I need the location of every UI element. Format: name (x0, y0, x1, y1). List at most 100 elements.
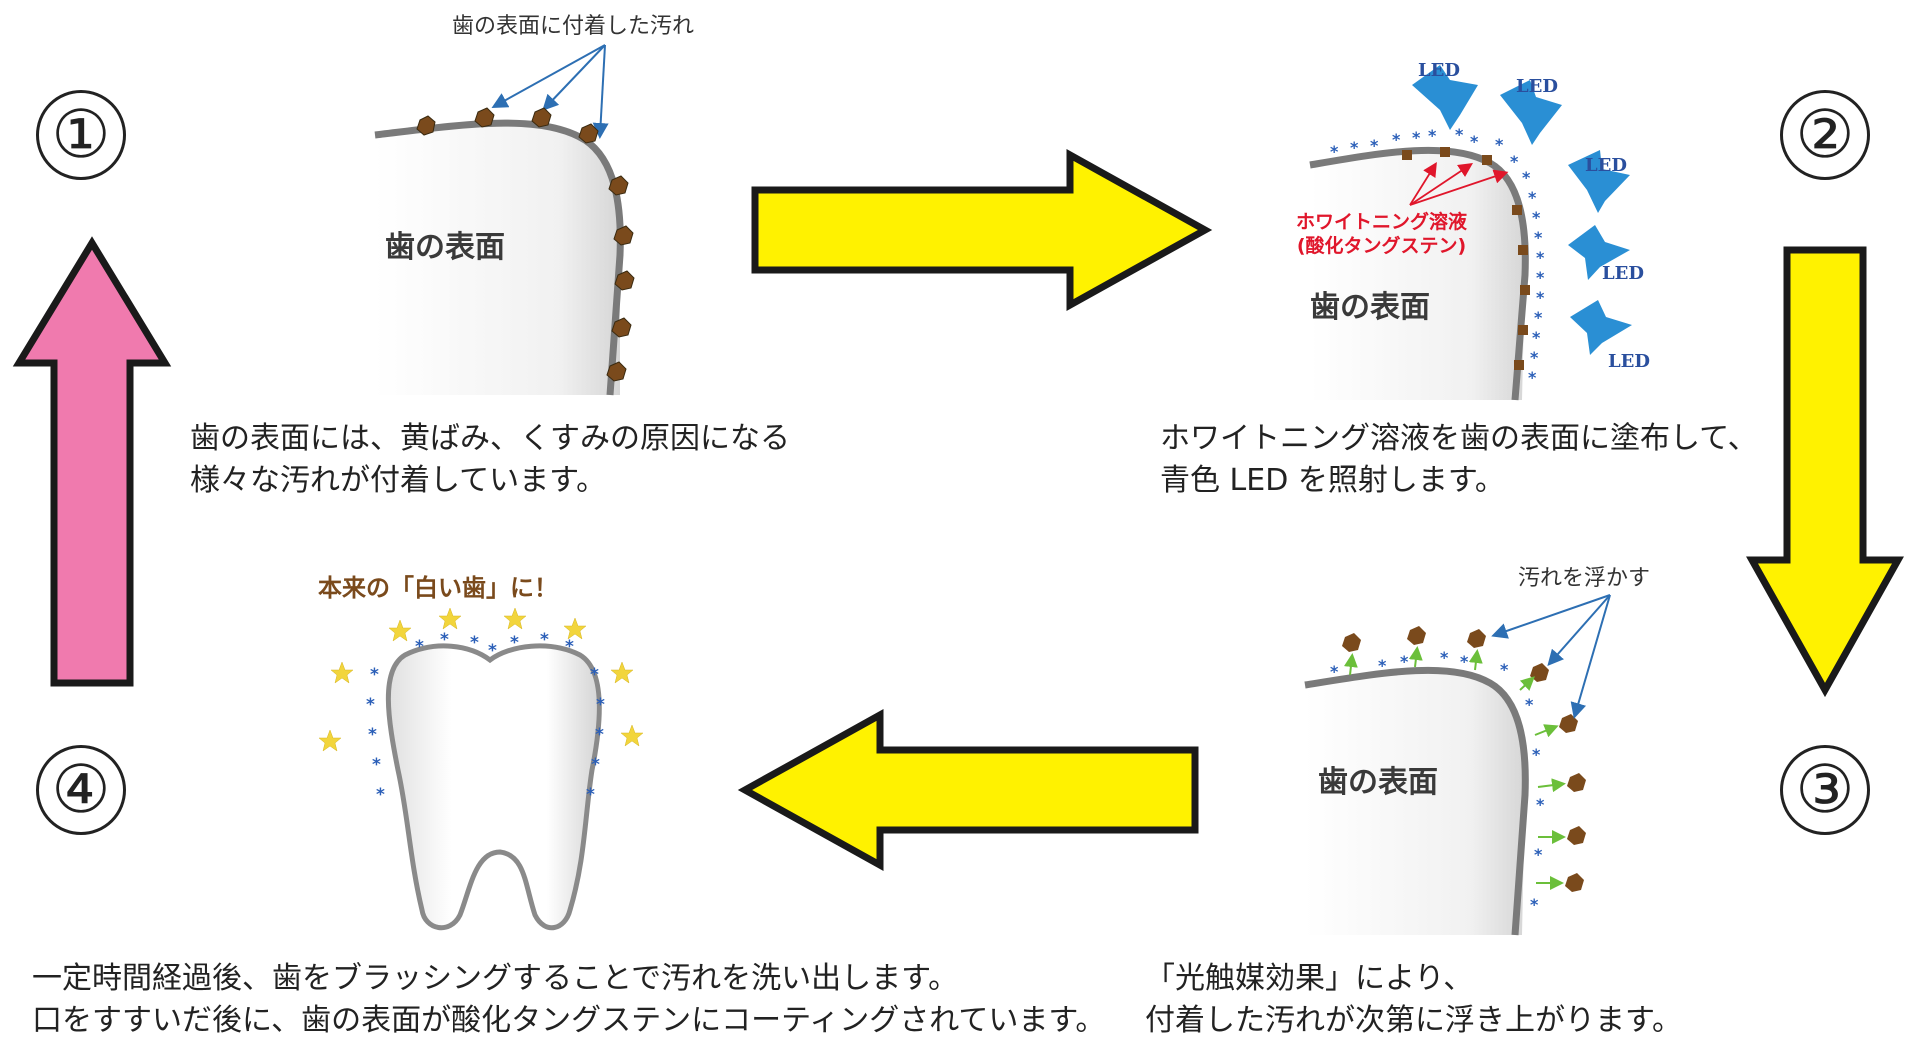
tooth-enamel (375, 123, 620, 396)
svg-text:*: * (1530, 895, 1539, 914)
svg-text:*: * (376, 785, 385, 805)
panel1-illustration (374, 44, 635, 396)
sparkle-star (610, 661, 634, 684)
stain (1342, 633, 1361, 652)
svg-text:*: * (1536, 248, 1545, 267)
stain (1514, 360, 1524, 370)
svg-text:*: * (1350, 138, 1359, 157)
led-label: LED (1608, 351, 1650, 372)
svg-text:*: * (1412, 128, 1421, 147)
sparkle-star (620, 724, 644, 747)
svg-text:*: * (1428, 126, 1437, 145)
svg-text:*: * (1536, 288, 1545, 307)
svg-text:*: * (1510, 152, 1519, 171)
step1-caption: 歯の表面には、黄ばみ、くすみの原因になる 様々な汚れが付着しています。 (190, 421, 790, 498)
stain (531, 107, 552, 128)
stain (474, 107, 495, 128)
led-light-arrow (1412, 65, 1478, 130)
svg-text:*: * (1460, 652, 1469, 671)
svg-text:*: * (1440, 648, 1449, 667)
panel4-label: 本来の「白い歯」に！ (318, 574, 558, 602)
svg-text:*: * (370, 665, 379, 685)
panel3-illustration: *** *** *** ** (1304, 594, 1611, 936)
stain (1402, 150, 1412, 160)
stain (606, 361, 627, 382)
svg-text:*: * (510, 633, 519, 653)
svg-text:*: * (1532, 745, 1541, 764)
led-label: LED (1418, 60, 1460, 81)
svg-text:*: * (366, 695, 375, 715)
stain (1530, 663, 1549, 682)
svg-text:*: * (1370, 136, 1379, 155)
panel1-label: 歯の表面に付着した汚れ (452, 14, 695, 39)
svg-text:*: * (1528, 188, 1537, 207)
panel2-illustration: *** *** *** *** *** *** *** (1309, 65, 1632, 401)
flow-arrow-right (751, 149, 1213, 311)
panel4-illustration: *** **** ***** ***** (318, 607, 644, 931)
svg-text:*: * (595, 725, 604, 745)
svg-text:*: * (415, 637, 424, 657)
svg-text:*: * (1530, 348, 1539, 367)
sparkle-star (330, 661, 354, 684)
svg-text:*: * (488, 641, 497, 661)
whitening-solution-label: ホワイトニング溶液 (酸化タングステン) (1296, 211, 1468, 257)
step-number-4: ④ (36, 745, 126, 835)
svg-text:*: * (1400, 652, 1409, 671)
svg-text:*: * (1534, 845, 1543, 864)
stain (1512, 205, 1522, 215)
flow-arrow-down (1746, 246, 1904, 698)
svg-text:*: * (368, 725, 377, 745)
svg-text:*: * (470, 633, 479, 653)
step3-caption: 「光触媒効果」により、 付着した汚れが次第に浮き上がります。 (1145, 961, 1682, 1038)
led-label: LED (1602, 263, 1644, 284)
stain (1567, 773, 1586, 792)
svg-text:*: * (1534, 308, 1543, 327)
led-light-arrow (1500, 80, 1562, 145)
svg-text:*: * (540, 630, 549, 650)
stain (613, 225, 634, 246)
svg-text:*: * (372, 755, 381, 775)
sparkle-star (563, 617, 587, 640)
svg-text:*: * (586, 785, 595, 805)
svg-text:*: * (590, 665, 599, 685)
svg-text:*: * (1455, 125, 1464, 144)
svg-text:*: * (1525, 695, 1534, 714)
stain (416, 115, 436, 136)
sparkle-star (503, 607, 527, 630)
svg-text:*: * (1330, 142, 1339, 161)
svg-text:*: * (1495, 135, 1504, 154)
stain (1567, 826, 1586, 845)
svg-text:*: * (1536, 268, 1545, 287)
step-number-1: ① (36, 90, 126, 180)
svg-text:*: * (565, 637, 574, 657)
svg-text:*: * (1392, 130, 1401, 149)
stain (1565, 873, 1584, 892)
stain (1518, 245, 1528, 255)
svg-text:*: * (440, 630, 449, 650)
sparkle-star (438, 607, 462, 630)
led-label: LED (1585, 155, 1627, 176)
led-light-arrow (1568, 150, 1630, 213)
step4-caption: 一定時間経過後、歯をブラッシングすることで汚れを洗い出します。 口をすすいだ後に… (32, 961, 1106, 1038)
stain (608, 175, 629, 196)
panel2-surface-label: 歯の表面 (1310, 290, 1430, 325)
led-light-arrow (1570, 300, 1632, 355)
svg-text:*: * (1536, 795, 1545, 814)
stain (1482, 155, 1492, 165)
stain (1407, 626, 1426, 645)
stain (1467, 629, 1486, 648)
panel3-surface-label: 歯の表面 (1318, 765, 1438, 800)
tooth-outline (385, 643, 602, 931)
svg-text:*: * (1532, 208, 1541, 227)
step-number-2: ② (1780, 90, 1870, 180)
flow-arrow-up (12, 236, 172, 687)
stain (1518, 325, 1528, 335)
stain (611, 317, 632, 338)
svg-text:*: * (596, 695, 605, 715)
stain (1520, 285, 1530, 295)
stain (578, 123, 599, 144)
panel1-surface-label: 歯の表面 (385, 230, 505, 265)
panel3-label: 汚れを浮かす (1518, 566, 1651, 591)
step-number-3: ③ (1780, 745, 1870, 835)
svg-text:*: * (1534, 228, 1543, 247)
